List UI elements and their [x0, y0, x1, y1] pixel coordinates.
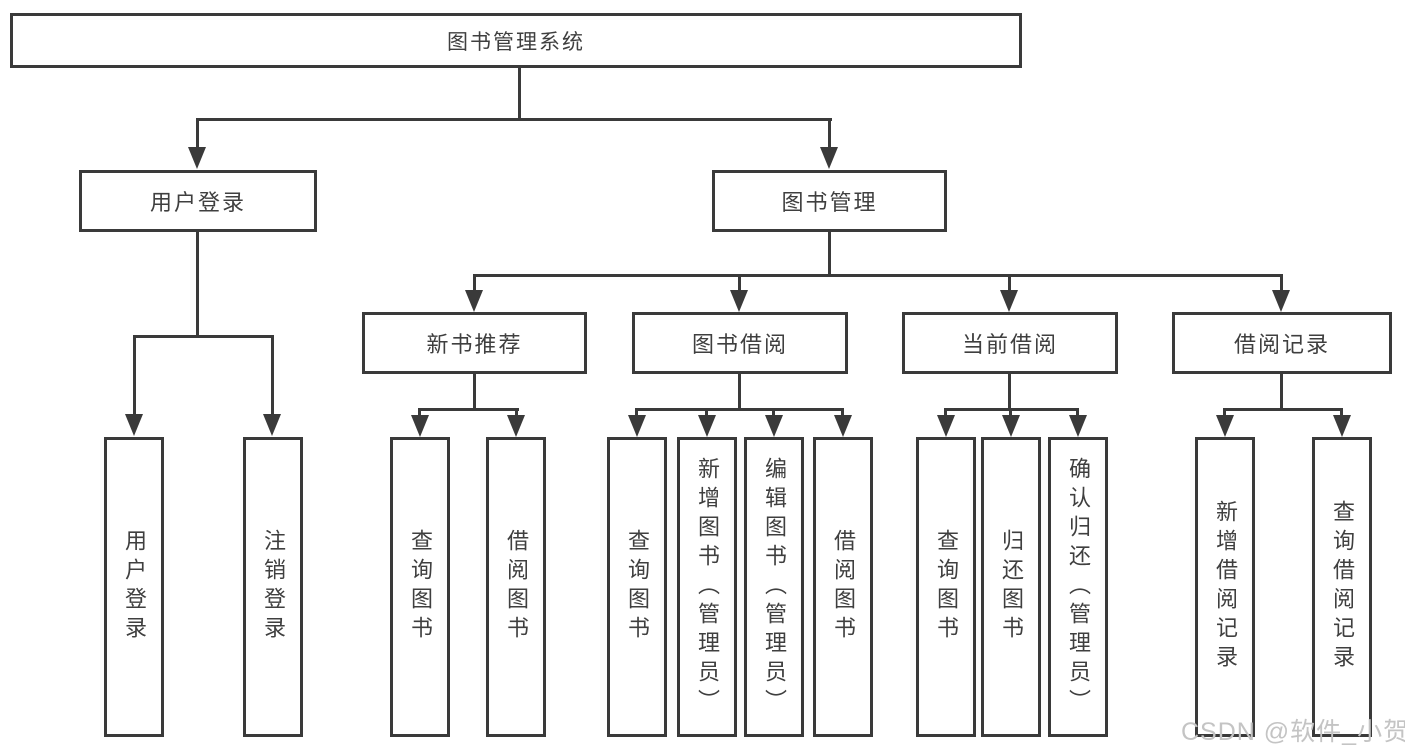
arrow-down-icon — [765, 415, 783, 437]
arrow-down-icon — [1000, 290, 1018, 312]
node-leaf-logout: 注销登录 — [243, 437, 303, 737]
connector-line — [515, 408, 518, 418]
connector-line — [841, 408, 844, 418]
connector-line — [1340, 408, 1343, 418]
connector-line — [418, 408, 421, 418]
connector-line — [828, 232, 831, 274]
arrow-down-icon — [411, 415, 429, 437]
connector-line — [1280, 274, 1283, 294]
node-leaf-confirm-return-admin: 确认归还（管理员） — [1048, 437, 1108, 737]
connector-line — [473, 274, 476, 294]
connector-line — [772, 408, 775, 418]
node-leaf-add-borrow-record: 新增借阅记录 — [1195, 437, 1255, 737]
node-book-management: 图书管理 — [712, 170, 947, 232]
arrow-down-icon — [628, 415, 646, 437]
csdn-watermark: CSDN @软件_小贺同学 — [1181, 718, 1405, 746]
connector-line — [196, 118, 199, 148]
connector-line — [1223, 408, 1226, 418]
node-book-borrowing: 图书借阅 — [632, 312, 848, 374]
arrow-down-icon — [820, 147, 838, 169]
node-leaf-query-borrow-record: 查询借阅记录 — [1312, 437, 1372, 737]
arrow-down-icon — [125, 414, 143, 436]
connector-line — [271, 335, 274, 415]
connector-line — [196, 118, 832, 121]
connector-line — [1280, 374, 1283, 408]
arrow-down-icon — [834, 415, 852, 437]
connector-line — [473, 274, 1283, 277]
arrow-down-icon — [698, 415, 716, 437]
node-leaf-query-books-1: 查询图书 — [390, 437, 450, 737]
arrow-down-icon — [1333, 415, 1351, 437]
arrow-down-icon — [1216, 415, 1234, 437]
arrow-down-icon — [465, 290, 483, 312]
node-leaf-edit-books-admin: 编辑图书（管理员） — [744, 437, 804, 737]
node-leaf-user-login: 用户登录 — [104, 437, 164, 737]
connector-line — [944, 408, 947, 418]
connector-line — [133, 335, 136, 415]
node-leaf-add-books-admin: 新增图书（管理员） — [677, 437, 737, 737]
node-leaf-borrow-books-2: 借阅图书 — [813, 437, 873, 737]
connector-line — [738, 374, 741, 408]
connector-line — [738, 274, 741, 294]
connector-line — [635, 408, 638, 418]
connector-line — [473, 374, 476, 408]
node-leaf-query-books-3: 查询图书 — [916, 437, 976, 737]
arrow-down-icon — [1002, 415, 1020, 437]
node-leaf-query-books-2: 查询图书 — [607, 437, 667, 737]
connector-line — [1008, 374, 1011, 408]
node-leaf-return-books: 归还图书 — [981, 437, 1041, 737]
connector-line — [828, 118, 831, 148]
node-current-borrowing: 当前借阅 — [902, 312, 1118, 374]
connector-line — [1008, 274, 1011, 294]
connector-line — [1076, 408, 1079, 418]
connector-line — [1009, 408, 1012, 418]
arrow-down-icon — [937, 415, 955, 437]
connector-line — [705, 408, 708, 418]
connector-line — [1223, 408, 1343, 411]
arrow-down-icon — [188, 147, 206, 169]
connector-line — [418, 408, 519, 411]
arrow-down-icon — [730, 290, 748, 312]
connector-line — [635, 408, 844, 411]
node-new-book-recommendation: 新书推荐 — [362, 312, 587, 374]
node-borrowing-records: 借阅记录 — [1172, 312, 1392, 374]
arrow-down-icon — [1069, 415, 1087, 437]
arrow-down-icon — [507, 415, 525, 437]
arrow-down-icon — [1272, 290, 1290, 312]
node-leaf-borrow-books-1: 借阅图书 — [486, 437, 546, 737]
arrow-down-icon — [263, 414, 281, 436]
connector-line — [133, 335, 274, 338]
node-user-login: 用户登录 — [79, 170, 317, 232]
connector-line — [196, 232, 199, 335]
connector-line — [518, 68, 521, 118]
node-library-management-system: 图书管理系统 — [10, 13, 1022, 68]
